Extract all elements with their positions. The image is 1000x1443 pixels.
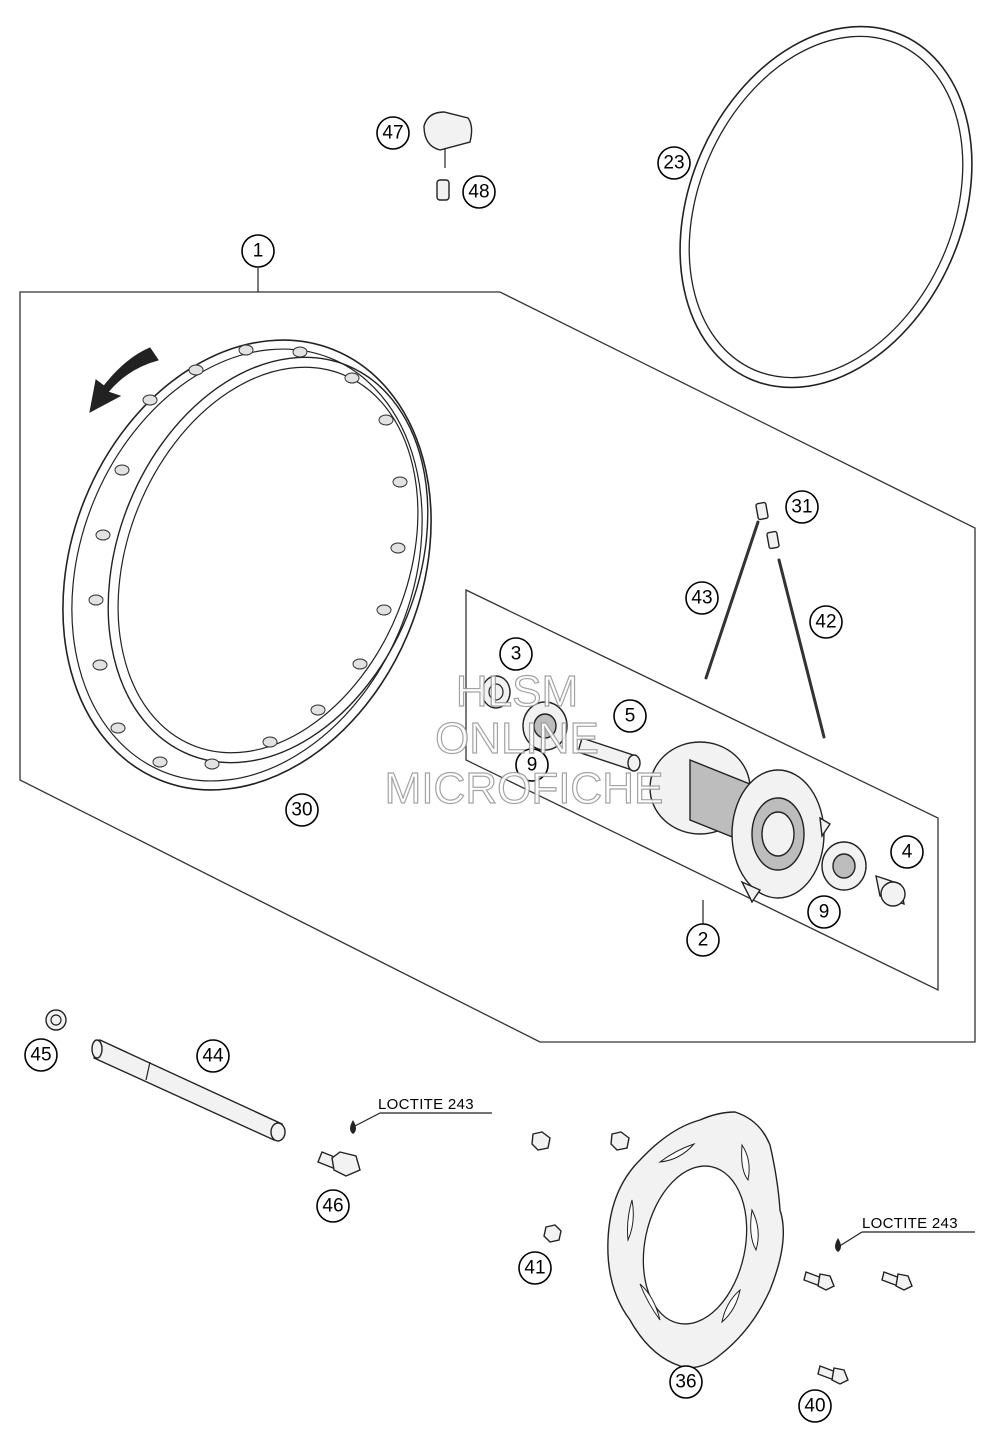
disc-nut-part (531, 1131, 630, 1243)
rotation-arrow-icon (89, 347, 159, 413)
hub-part (649, 741, 831, 904)
callout-number: 4 (902, 842, 913, 863)
watermark-line-1: HLSM (456, 667, 578, 716)
callout-number: 41 (524, 1258, 545, 1279)
callout-45: 45 (24, 1038, 58, 1072)
hub-assembly-frame (465, 588, 939, 992)
callout-9-left: 9 (515, 748, 549, 782)
axle-nut-part (45, 1009, 67, 1031)
wheel-assembly-frame (19, 291, 976, 1043)
bearing-part-right (821, 841, 867, 891)
callout-46: 46 (316, 1189, 350, 1223)
callout-number: 46 (322, 1196, 343, 1217)
bearing-part-left (522, 701, 568, 751)
axle-bolt-part (317, 1120, 361, 1177)
callout-44: 44 (196, 1039, 230, 1073)
callout-36: 36 (669, 1365, 703, 1399)
loctite-note-disc: LOCTITE 243 (862, 1215, 958, 1232)
callout-2: 2 (686, 923, 720, 957)
callout-9-right: 9 (807, 895, 841, 929)
callout-40: 40 (798, 1389, 832, 1423)
watermark-line-3: MICROFICHE (385, 764, 664, 813)
callout-30: 30 (285, 793, 319, 827)
callout-3: 3 (499, 637, 533, 671)
watermark: HLSM ONLINE MICROFICHE (384, 666, 664, 813)
callout-number: 1 (253, 241, 264, 262)
callout-42: 42 (809, 605, 843, 639)
collar-part (875, 874, 906, 907)
callout-number: 36 (675, 1372, 696, 1393)
disc-screw-part (803, 1238, 913, 1385)
spoke-part (704, 520, 826, 739)
callout-number: 47 (382, 123, 403, 144)
rim-tape-part (679, 25, 973, 389)
callout-5: 5 (613, 699, 647, 733)
callout-number: 23 (663, 153, 684, 174)
callout-1: 1 (241, 234, 275, 268)
callout-number: 44 (202, 1046, 224, 1067)
callout-47: 47 (376, 116, 410, 150)
callout-number: 9 (819, 902, 830, 923)
callout-number: 30 (291, 800, 312, 821)
axle-part (91, 1039, 286, 1142)
callout-number: 43 (691, 588, 712, 609)
callout-number: 31 (791, 497, 812, 518)
rim-part (62, 339, 432, 791)
callout-number: 3 (511, 644, 522, 665)
brake-disc-part (607, 1111, 784, 1369)
callout-number: 5 (625, 706, 636, 727)
callout-number: 48 (468, 182, 489, 203)
callout-31: 31 (785, 490, 819, 524)
callout-4: 4 (890, 835, 924, 869)
callout-number: 42 (815, 612, 836, 633)
callout-23: 23 (657, 146, 691, 180)
callout-43: 43 (685, 581, 719, 615)
loctite-note-axle: LOCTITE 243 (378, 1096, 474, 1113)
callout-number: 9 (527, 755, 538, 776)
valve-part (436, 179, 450, 201)
callout-48: 48 (462, 175, 496, 209)
callout-number: 2 (698, 930, 709, 951)
leader-lines (257, 268, 975, 1248)
spoke-nipple-part (755, 501, 780, 550)
spacer-part (481, 675, 511, 709)
distance-tube-part (577, 737, 641, 772)
callout-41: 41 (518, 1251, 552, 1285)
callout-number: 45 (30, 1045, 51, 1066)
valve-cap-part (423, 111, 473, 168)
watermark-line-2: ONLINE (435, 714, 599, 763)
callout-number: 40 (804, 1396, 825, 1417)
